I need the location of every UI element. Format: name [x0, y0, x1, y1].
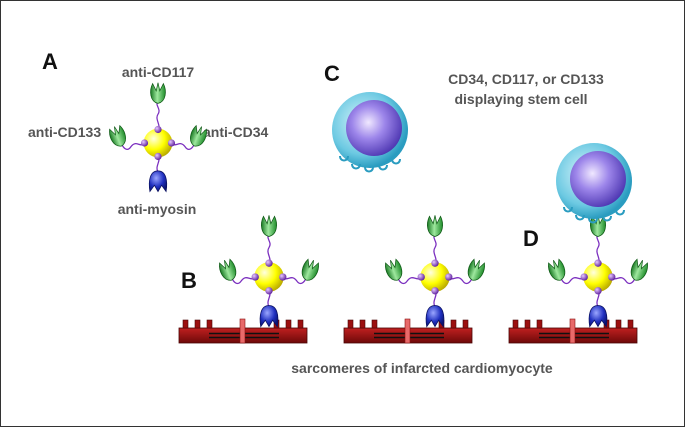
bound-construct-2 — [383, 215, 486, 326]
label-anti-cd117: anti-CD117 — [122, 64, 195, 80]
label-anti-cd34: anti-CD34 — [203, 124, 269, 140]
free-stem-cell — [331, 91, 409, 173]
panel-letter-c: C — [324, 61, 340, 86]
bound-construct-1 — [217, 215, 320, 326]
stem-cell-label-line-2: displaying stem cell — [454, 91, 587, 107]
stem-cell-label-line-1: CD34, CD117, or CD133 — [448, 71, 604, 87]
panel-letter-b: B — [181, 268, 197, 293]
sarcomere-3 — [508, 318, 638, 344]
sarcomere-label: sarcomeres of infarcted cardiomyocyte — [291, 360, 553, 376]
captured-stem-cell — [555, 142, 633, 224]
free-antibody-construct — [107, 83, 208, 192]
bound-construct-3 — [546, 215, 649, 326]
sarcomere-1 — [178, 318, 308, 344]
panel-letter-a: A — [42, 49, 58, 74]
label-anti-myosin: anti-myosin — [118, 201, 197, 217]
label-anti-cd133: anti-CD133 — [28, 124, 101, 140]
panel-letter-d: D — [523, 226, 539, 251]
sarcomere-2 — [343, 318, 473, 344]
